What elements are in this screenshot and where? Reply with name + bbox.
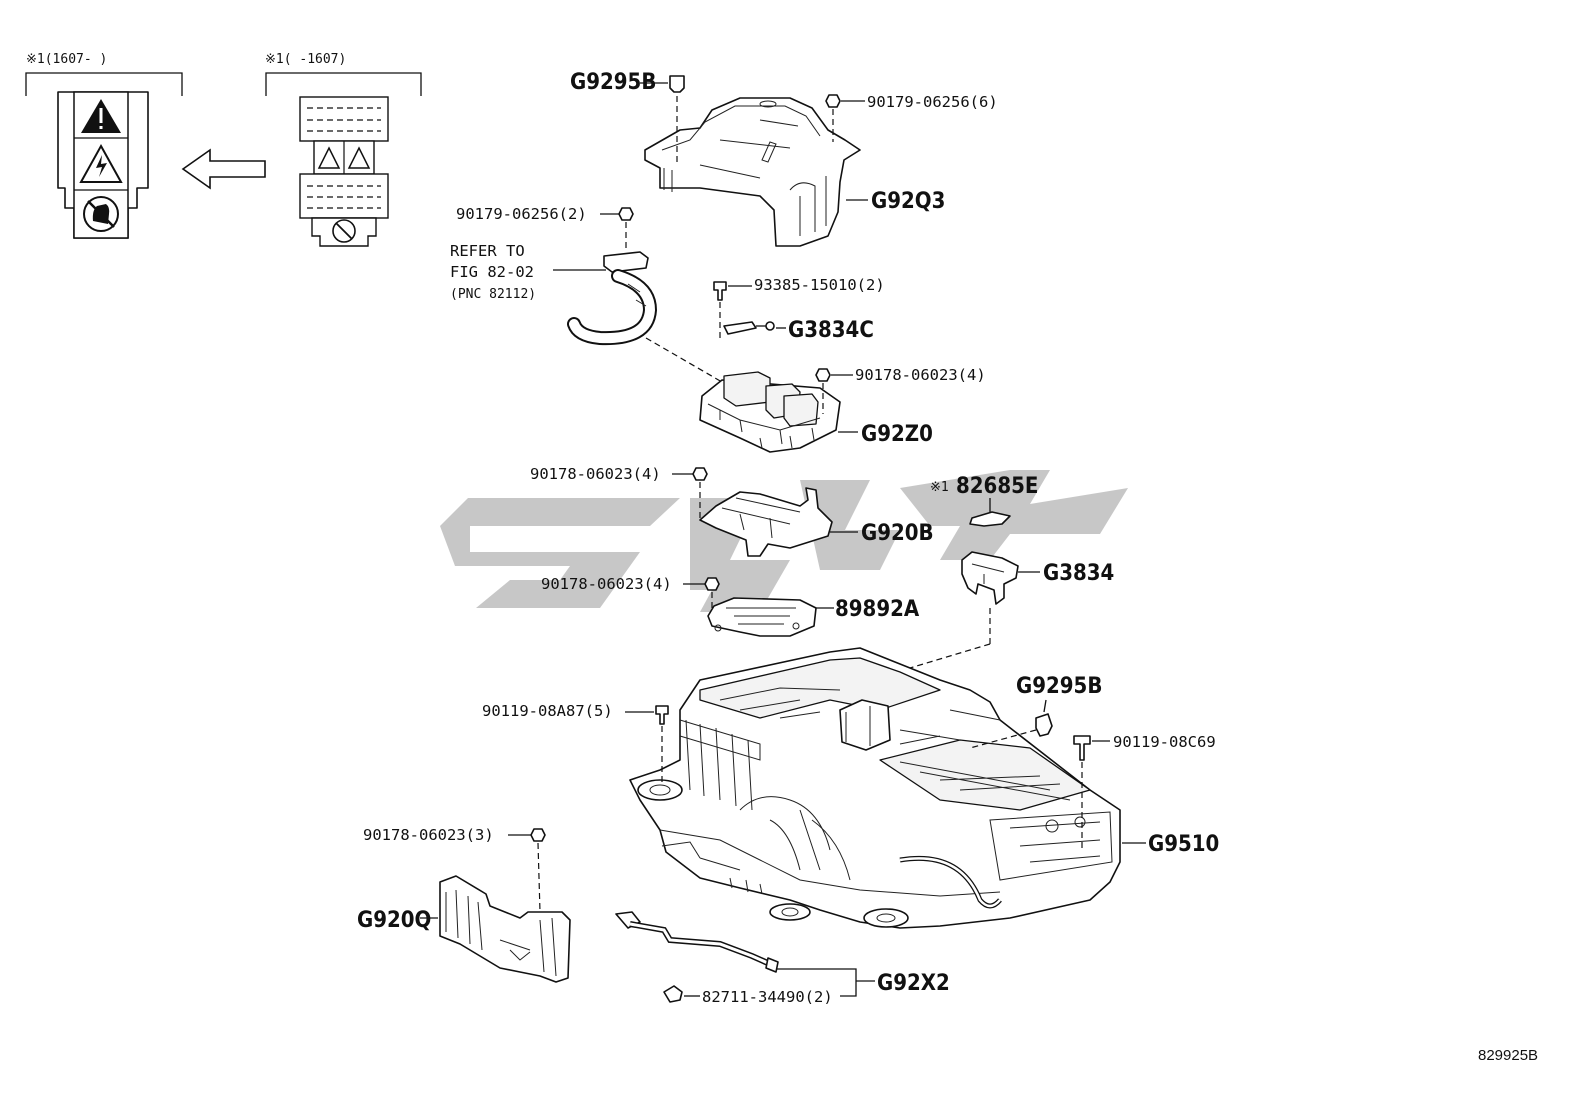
label-93385-15010-2: 93385-15010(2) <box>754 276 885 294</box>
label-variant-new: ※1(1607- ) <box>25 52 183 239</box>
label-plate-82685e <box>969 511 1011 527</box>
warning-triangle-icon <box>81 99 121 133</box>
label-g3834c: G3834C <box>788 318 874 343</box>
label-90179-06256-6: 90179-06256(6) <box>867 93 998 111</box>
diagram-id: 829925B <box>1478 1047 1538 1064</box>
label-90179-06256-2: 90179-06256(2) <box>456 205 587 223</box>
label-90178-06023-4b: 90178-06023(4) <box>530 465 661 483</box>
label-g9295b-bottom: G9295B <box>1016 674 1102 699</box>
label-90178-06023-4a: 90178-06023(4) <box>855 366 986 384</box>
variant-old-text: ※1( -1607) <box>265 52 346 67</box>
arrow-left-icon <box>181 148 266 190</box>
nut-90179-06256-2 <box>618 207 634 252</box>
label-90119-08c69: 90119-08C69 <box>1113 733 1216 751</box>
label-g920b: G920B <box>861 521 934 546</box>
nut-90178-06023-4b <box>692 467 708 522</box>
label-g920q: G920Q <box>357 908 431 933</box>
nut-90178-06023-4c <box>704 577 720 612</box>
bolt-90119-08a87 <box>655 705 669 784</box>
label-90178-06023-4c: 90178-06023(4) <box>541 575 672 593</box>
label-90119-08a87-5: 90119-08A87(5) <box>482 702 613 720</box>
label-variant-old: ※1( -1607) <box>265 52 422 247</box>
g92x2-wire <box>615 911 779 973</box>
g9510-battery-assembly <box>629 647 1121 929</box>
label-g92z0: G92Z0 <box>861 422 933 447</box>
bolt-90119-08c69 <box>1073 735 1091 850</box>
label-82685e-mark: ※1 <box>930 480 949 495</box>
nut-90179-06256-6 <box>825 94 841 142</box>
label-refer-to: REFER TO <box>450 242 525 260</box>
label-g92x2: G92X2 <box>877 971 950 996</box>
label-82711-34490-2: 82711-34490(2) <box>702 988 833 1006</box>
g9295b-clip-top <box>669 75 685 162</box>
hv-cable <box>567 251 723 383</box>
clamp-82711-34490 <box>663 985 683 1003</box>
g920q-bracket <box>439 875 571 983</box>
g3834c-fuse <box>723 321 775 335</box>
label-g92q3: G92Q3 <box>871 189 945 214</box>
ecu-89892a <box>707 597 817 637</box>
nut-90178-06023-4a <box>815 368 831 414</box>
g920b-bracket <box>699 487 833 557</box>
label-82685e: 82685E <box>956 474 1038 499</box>
nut-90178-06023-3 <box>530 828 546 913</box>
label-g9510: G9510 <box>1148 832 1219 857</box>
no-hand-icon <box>83 196 119 232</box>
g9295b-clip-bottom <box>969 699 1053 749</box>
g92q3-cover <box>644 97 861 247</box>
label-g3834: G3834 <box>1043 561 1114 586</box>
label-90178-06023-3: 90178-06023(3) <box>363 826 494 844</box>
label-refer-pnc: (PNC 82112) <box>450 287 536 302</box>
label-refer-fig: FIG 82-02 <box>450 263 534 281</box>
g92z0-junction-block <box>699 371 841 453</box>
variant-new-text: ※1(1607- ) <box>26 52 107 67</box>
label-89892a: 89892A <box>835 597 920 622</box>
clip-93385-15010 <box>713 281 727 340</box>
high-voltage-icon <box>79 143 123 183</box>
